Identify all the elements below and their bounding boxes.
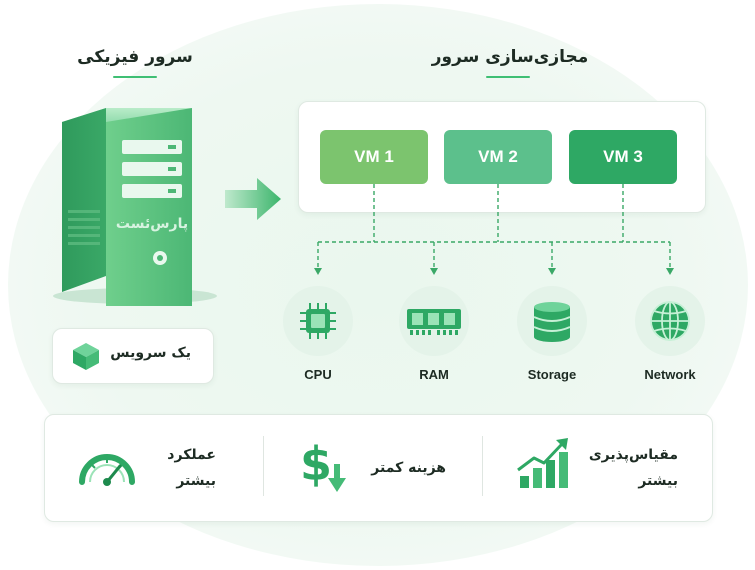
service-label: یک سرویس xyxy=(110,345,191,361)
title-underline xyxy=(113,76,157,78)
cpu-resource xyxy=(283,286,353,356)
title-underline xyxy=(486,76,530,78)
benefit-performance: عملکرد بیشتر xyxy=(150,442,216,494)
globe-icon xyxy=(650,301,690,341)
divider xyxy=(263,436,264,496)
benefit-cost: هزینه کمتر xyxy=(364,455,446,481)
arrow-right-icon xyxy=(225,178,281,220)
ram-resource xyxy=(399,286,469,356)
benefits-bar xyxy=(44,414,713,522)
benefit-scalability-line1: مقیاس‌پذیری xyxy=(588,447,678,463)
vm-1: VM 1 xyxy=(320,130,428,184)
storage-resource xyxy=(517,286,587,356)
benefit-performance-line1: عملکرد xyxy=(167,447,216,463)
benefit-scalability-line2: بیشتر xyxy=(638,473,678,489)
single-service-box: یک سرویس xyxy=(52,328,214,384)
network-label: Network xyxy=(644,367,696,382)
benefit-scalability: مقیاس‌پذیری بیشتر xyxy=(586,442,678,494)
physical-server-title: سرور فیزیکی xyxy=(77,47,193,67)
growth-chart-icon xyxy=(517,438,568,488)
dollar-down-icon: $ xyxy=(300,437,346,492)
ram-icon xyxy=(407,309,461,335)
virtualization-title: مجازی‌سازی سرور xyxy=(431,47,589,67)
vm-3: VM 3 xyxy=(569,130,677,184)
connector-lines xyxy=(314,184,674,275)
benefit-cost-line1: هزینه کمتر xyxy=(371,460,446,476)
storage-label: Storage xyxy=(527,367,577,382)
svg-text:$: $ xyxy=(300,437,332,491)
cpu-icon xyxy=(300,303,336,339)
speedometer-icon xyxy=(79,454,135,486)
server-logo-text: پارس‌ئست xyxy=(116,216,188,232)
database-icon xyxy=(533,302,571,342)
server-tower-icon: پارس‌ئست xyxy=(53,108,217,306)
divider xyxy=(482,436,483,496)
vm-2: VM 2 xyxy=(444,130,552,184)
ram-label: RAM xyxy=(419,367,449,382)
network-resource xyxy=(635,286,705,356)
cube-icon xyxy=(73,343,99,370)
cpu-label: CPU xyxy=(304,367,332,382)
benefit-performance-line2: بیشتر xyxy=(176,473,216,489)
